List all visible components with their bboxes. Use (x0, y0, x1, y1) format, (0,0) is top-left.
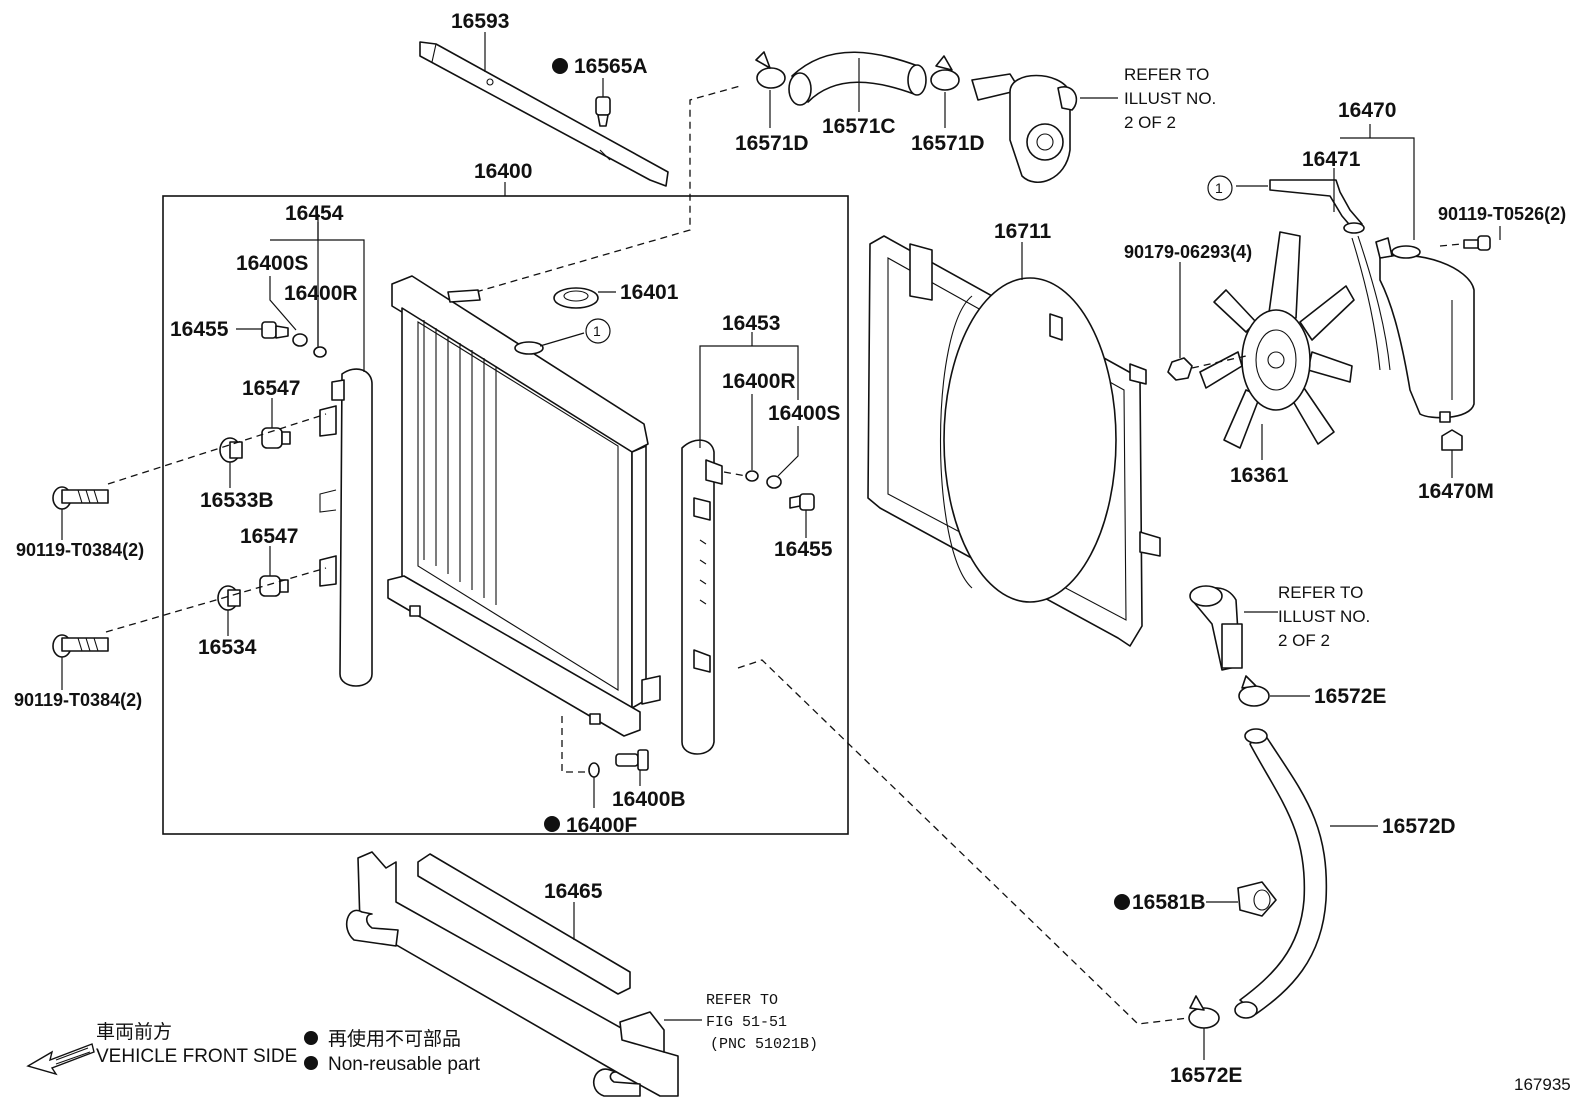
refer-illust-1-line3: 2 OF 2 (1124, 113, 1176, 132)
part-16400B-drain-plug[interactable] (615, 749, 649, 771)
part-90119-T0384-upper-bolt[interactable] (52, 486, 109, 510)
part-16470M-tank-cap[interactable] (1441, 429, 1463, 451)
part-16547-upper-bushing[interactable] (261, 427, 291, 449)
part-16571C-upper-hose[interactable] (788, 51, 927, 106)
part-16455-right-drain-cock[interactable] (789, 493, 815, 511)
label-16572E-upper: 16572E (1314, 685, 1386, 708)
label-16465: 16465 (544, 880, 603, 903)
part-16571D-clamp-left[interactable] (755, 51, 786, 89)
part-16581B-clip[interactable] (1237, 881, 1277, 917)
part-16401-radiator-cap[interactable] (553, 287, 599, 309)
label-16572E-lower: 16572E (1170, 1064, 1242, 1087)
part-16470-reservoir-tank[interactable] (1375, 237, 1475, 423)
part-16533B-collar[interactable] (219, 437, 243, 463)
label-16571D-left: 16571D (735, 132, 809, 155)
nonreusable-dot (544, 816, 560, 832)
label-16711: 16711 (994, 220, 1052, 243)
legend-dot-icon (304, 1056, 318, 1070)
part-16571D-clamp-right[interactable] (930, 55, 960, 91)
label-90119-T0384-lower: 90119-T0384(2) (14, 690, 142, 710)
part-16593-support-bracket[interactable] (419, 41, 669, 187)
refer-fig-line1: REFER TO (706, 992, 778, 1009)
part-16572D-lower-hose[interactable] (1234, 728, 1328, 1019)
label-16400S-right: 16400S (768, 402, 840, 425)
legend-front-jp: 車両前方 (96, 1021, 172, 1043)
legend-front-en: VEHICLE FRONT SIDE (96, 1046, 297, 1067)
part-16400R-right-gasket[interactable] (745, 470, 759, 482)
label-16400B: 16400B (612, 788, 686, 811)
label-16454: 16454 (285, 202, 344, 225)
lower-radiator-support (345, 851, 679, 1097)
label-16593: 16593 (451, 10, 509, 33)
label-16400R-right: 16400R (722, 370, 796, 393)
refer-illust-1-line1: REFER TO (1124, 65, 1209, 84)
legend-dot-icon (304, 1031, 318, 1045)
label-90119-T0526: 90119-T0526(2) (1438, 204, 1566, 224)
part-16455-left-drain-cock[interactable] (261, 321, 289, 339)
label-16470M: 16470M (1418, 480, 1494, 503)
label-16571D-right: 16571D (911, 132, 985, 155)
label-16455-left: 16455 (170, 318, 229, 341)
part-16565A-clip[interactable] (595, 96, 611, 127)
marker-1-left: 1 (593, 323, 601, 339)
label-16400S-left: 16400S (236, 252, 308, 275)
part-16400-radiator-core[interactable] (387, 275, 661, 737)
vehicle-front-arrow-icon (26, 1043, 95, 1076)
label-16455-right: 16455 (774, 538, 833, 561)
part-16572E-upper-clamp[interactable] (1238, 675, 1270, 707)
part-16453-right-bracket-tank[interactable] (681, 439, 723, 755)
label-16400F: 16400F (566, 814, 637, 837)
label-16565A: 16565A (574, 55, 648, 78)
nonreusable-dot (552, 58, 568, 74)
thermostat-housing (971, 73, 1078, 184)
refer-illust-2-line3: 2 OF 2 (1278, 631, 1330, 650)
part-16400F-o-ring[interactable] (588, 762, 600, 778)
figure-number: 167935 (1514, 1075, 1571, 1094)
label-16401: 16401 (620, 281, 679, 304)
part-16471-overflow-hose[interactable] (1269, 179, 1391, 371)
marker-1-right: 1 (1215, 180, 1223, 196)
legend-nonreusable-jp: 再使用不可部品 (328, 1028, 461, 1050)
water-inlet-housing (1189, 585, 1243, 671)
label-90179-06293: 90179-06293(4) (1124, 242, 1252, 262)
label-16581B: 16581B (1132, 891, 1206, 914)
label-16400: 16400 (474, 160, 532, 183)
refer-illust-2-line1: REFER TO (1278, 583, 1363, 602)
label-16547-upper: 16547 (242, 377, 300, 400)
refer-fig-line2: FIG 51-51 (706, 1014, 787, 1031)
part-16547-lower-bushing[interactable] (259, 575, 289, 597)
label-90119-T0384-upper: 90119-T0384(2) (16, 540, 144, 560)
label-16471: 16471 (1302, 148, 1361, 171)
label-16453: 16453 (722, 312, 780, 335)
part-16400S-right-plug[interactable] (766, 475, 782, 489)
label-16400R-left: 16400R (284, 282, 358, 305)
label-16547-lower: 16547 (240, 525, 298, 548)
label-16572D: 16572D (1382, 815, 1456, 838)
label-16534: 16534 (198, 636, 257, 659)
label-16361: 16361 (1230, 464, 1289, 487)
part-90119-T0526-bolt[interactable] (1463, 235, 1491, 251)
refer-illust-1-line2: ILLUST NO. (1124, 89, 1216, 108)
part-16400R-left-gasket[interactable] (313, 346, 327, 358)
legend-nonreusable-en: Non-reusable part (328, 1054, 481, 1075)
part-16465-seal[interactable] (417, 853, 631, 995)
label-16571C: 16571C (822, 115, 896, 138)
part-16454-left-bracket-tank[interactable] (319, 368, 373, 687)
part-16711-fan-shroud[interactable] (867, 235, 1161, 647)
nonreusable-dot (1114, 894, 1130, 910)
label-16470: 16470 (1338, 99, 1396, 122)
refer-fig-line3: (PNC 51021B) (710, 1036, 818, 1053)
label-16533B: 16533B (200, 489, 274, 512)
part-16572E-lower-clamp[interactable] (1188, 995, 1220, 1029)
part-90179-06293-nut[interactable] (1167, 357, 1193, 381)
part-16361-cooling-fan[interactable] (1199, 231, 1355, 449)
part-90119-T0384-lower-bolt[interactable] (52, 634, 109, 658)
refer-illust-2-line2: ILLUST NO. (1278, 607, 1370, 626)
part-16400S-left-plug[interactable] (292, 333, 308, 347)
